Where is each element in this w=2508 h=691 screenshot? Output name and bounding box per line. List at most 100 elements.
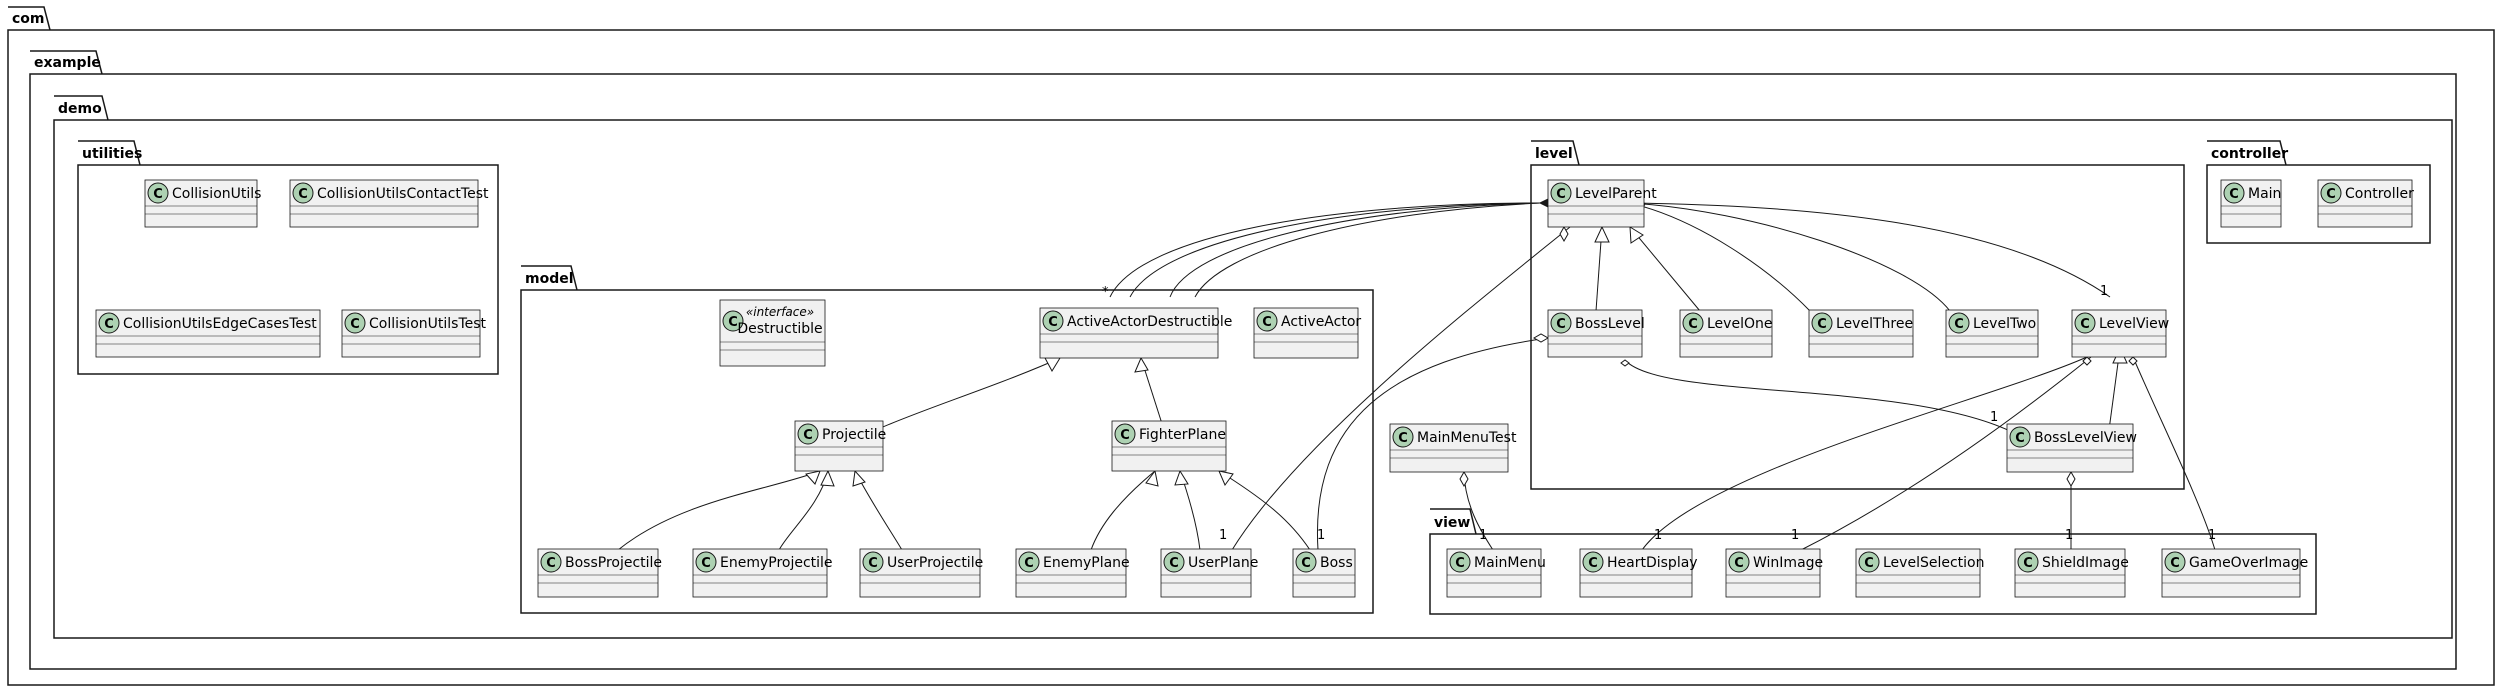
class-icon-letter: C (1169, 556, 1179, 571)
class-name: ActiveActorDestructible (1067, 314, 1232, 330)
class-box (341, 309, 481, 358)
class-icon (1295, 551, 1317, 573)
class-icon (147, 182, 169, 204)
class-icon-letter: C (2023, 556, 2033, 571)
class-icon-letter: C (153, 187, 163, 202)
class-name: MainMenu (1474, 555, 1546, 571)
class-name: EnemyPlane (1043, 555, 1130, 571)
class-icon-letter: C (350, 317, 360, 332)
class-box (289, 179, 479, 228)
class-box (692, 548, 828, 598)
package-model-label: model (525, 271, 574, 287)
class-icon (1728, 551, 1750, 573)
class-icon (98, 312, 120, 334)
multiplicity-labels: * 1 1 1 1 1 1 1 1 1 (1102, 284, 2216, 543)
class-enemy-projectile: C EnemyProjectile (692, 548, 833, 598)
class-name: EnemyProjectile (720, 555, 833, 571)
class-box (2317, 179, 2413, 228)
class-icon (344, 312, 366, 334)
package-view-label: view (1434, 515, 1470, 531)
class-icon (540, 551, 562, 573)
class-name: Main (2248, 186, 2281, 202)
package-example-label: example (34, 55, 101, 71)
class-icon-letter: C (728, 315, 738, 330)
class-name: HeartDisplay (1607, 555, 1698, 571)
class-icon (1550, 182, 1572, 204)
class-fighter-plane: C FighterPlane (1111, 420, 1227, 472)
class-icon (2009, 426, 2031, 448)
class-icon (1449, 551, 1471, 573)
class-name: Boss (1320, 555, 1353, 571)
class-name: BossLevelView (2034, 430, 2137, 446)
class-icon-letter: C (1120, 428, 1130, 443)
class-name: BossProjectile (565, 555, 662, 571)
class-box (1808, 309, 1914, 358)
class-level-two: C LevelTwo (1945, 309, 2039, 358)
class-icon-letter: C (1398, 431, 1408, 446)
class-icon-letter: C (2080, 317, 2090, 332)
class-icon (797, 423, 819, 445)
class-name: CollisionUtils (172, 186, 261, 202)
class-box (719, 299, 826, 367)
class-name: LevelParent (1575, 186, 1657, 202)
class-name: ShieldImage (2042, 555, 2129, 571)
class-name: FighterPlane (1139, 427, 1226, 443)
class-icon-letter: C (2326, 187, 2336, 202)
class-name: GameOverImage (2189, 555, 2308, 571)
class-icon (1582, 551, 1604, 573)
class-box (95, 309, 321, 358)
multiplicity-userplane: 1 (1219, 528, 1227, 543)
class-name: LevelTwo (1973, 316, 2036, 332)
class-name: LevelOne (1707, 316, 1772, 332)
class-icon-letter: C (1455, 556, 1465, 571)
class-icon (1256, 310, 1278, 332)
package-controller-label: controller (2211, 146, 2288, 162)
multiplicity-levelview: 1 (2100, 284, 2108, 299)
class-icon-letter: C (2170, 556, 2180, 571)
class-icon (1392, 426, 1414, 448)
class-stereotype: «interface» (746, 305, 814, 319)
class-icon-letter: C (1262, 315, 1272, 330)
class-icon-letter: C (1734, 556, 1744, 571)
class-icon (695, 551, 717, 573)
class-icon-letter: C (1688, 317, 1698, 332)
class-icon-letter: C (803, 428, 813, 443)
class-icon-letter: C (1954, 317, 1964, 332)
class-icon-letter: C (1817, 317, 1827, 332)
class-icon-letter: C (2229, 187, 2239, 202)
multiplicity-winimage: 1 (1791, 528, 1799, 543)
class-destructible: C«interface»Destructible (719, 299, 826, 367)
class-icon-letter: C (868, 556, 878, 571)
class-main-menu: C MainMenu (1446, 548, 1546, 598)
class-icon (1114, 423, 1136, 445)
multiplicity-boss: 1 (1317, 528, 1325, 543)
class-icon (2320, 182, 2342, 204)
class-collision-utils-test: C CollisionUtilsTest (341, 309, 487, 358)
class-icon-letter: C (1556, 187, 1566, 202)
class-name: CollisionUtilsTest (369, 316, 487, 332)
package-demo-label: demo (58, 101, 102, 117)
class-icon (1682, 312, 1704, 334)
class-icon (2017, 551, 2039, 573)
multiplicity-mainmenu: 1 (1479, 528, 1487, 543)
class-icon-letter: C (104, 317, 114, 332)
class-icon (2164, 551, 2186, 573)
class-name: Projectile (822, 427, 886, 443)
class-collision-utils: C CollisionUtils (144, 179, 261, 228)
class-icon-letter: C (1588, 556, 1598, 571)
class-icon-letter: C (701, 556, 711, 571)
class-level-one: C LevelOne (1679, 309, 1772, 358)
class-icon-letter: C (298, 187, 308, 202)
